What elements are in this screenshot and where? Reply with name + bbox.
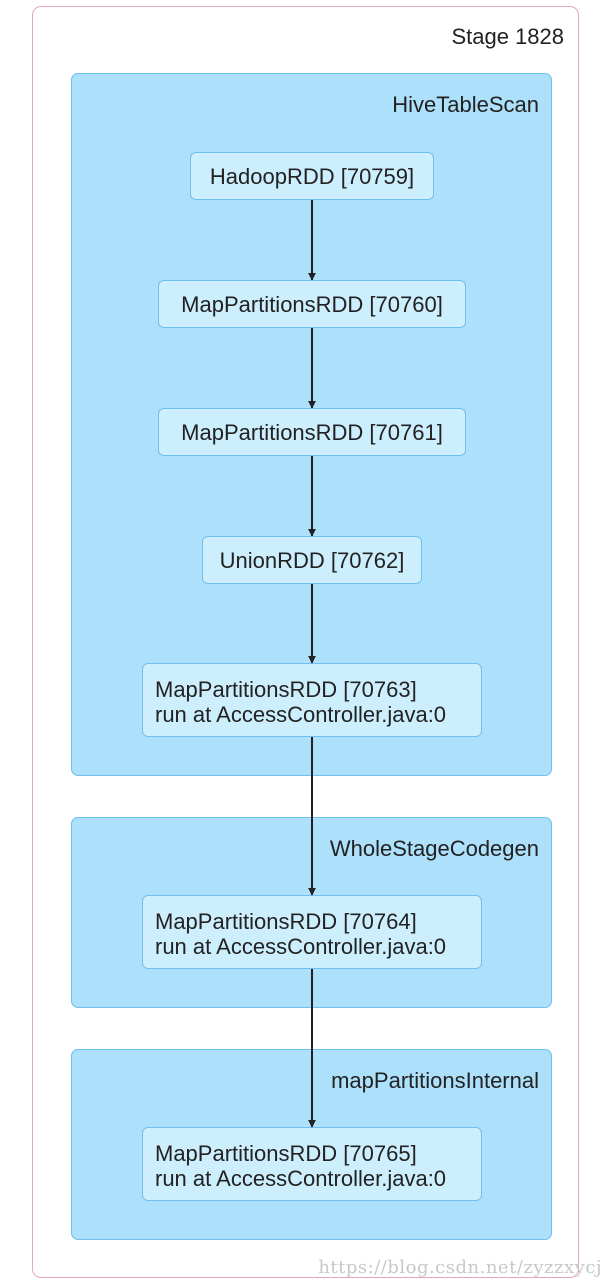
stage-label: Stage 1828 — [451, 24, 564, 49]
rdd-node-70764[interactable]: MapPartitionsRDD [70764] run at AccessCo… — [142, 895, 482, 969]
rdd-node-label: MapPartitionsRDD [70760] — [181, 291, 443, 317]
rdd-node-label: MapPartitionsRDD [70765] — [155, 1141, 417, 1166]
rdd-node-callsite: run at AccessController.java:0 — [155, 702, 447, 727]
rdd-node-70760[interactable]: MapPartitionsRDD [70760] — [158, 280, 466, 328]
rdd-node-label: MapPartitionsRDD [70761] — [181, 419, 443, 445]
stage-box: Stage 1828 — [32, 6, 579, 1278]
rdd-node-callsite: run at AccessController.java:0 — [155, 934, 447, 959]
cluster-label-hivetablescan: HiveTableScan — [392, 92, 539, 117]
rdd-node-70765[interactable]: MapPartitionsRDD [70765] run at AccessCo… — [142, 1127, 482, 1201]
rdd-node-70761[interactable]: MapPartitionsRDD [70761] — [158, 408, 466, 456]
rdd-node-70759[interactable]: HadoopRDD [70759] — [190, 152, 434, 200]
cluster-label-mappartitionsinternal: mapPartitionsInternal — [331, 1068, 539, 1093]
rdd-node-label: MapPartitionsRDD [70764] — [155, 909, 417, 934]
watermark: https://blog.csdn.net/zyzzxycj — [318, 1257, 602, 1278]
rdd-node-70762[interactable]: UnionRDD [70762] — [202, 536, 422, 584]
rdd-node-label: MapPartitionsRDD [70763] — [155, 677, 417, 702]
cluster-label-wholestagecodegen: WholeStageCodegen — [329, 836, 539, 861]
rdd-node-70763[interactable]: MapPartitionsRDD [70763] run at AccessCo… — [142, 663, 482, 737]
rdd-node-label: UnionRDD [70762] — [219, 547, 405, 573]
rdd-node-label: HadoopRDD [70759] — [209, 163, 415, 189]
rdd-node-callsite: run at AccessController.java:0 — [155, 1166, 447, 1191]
